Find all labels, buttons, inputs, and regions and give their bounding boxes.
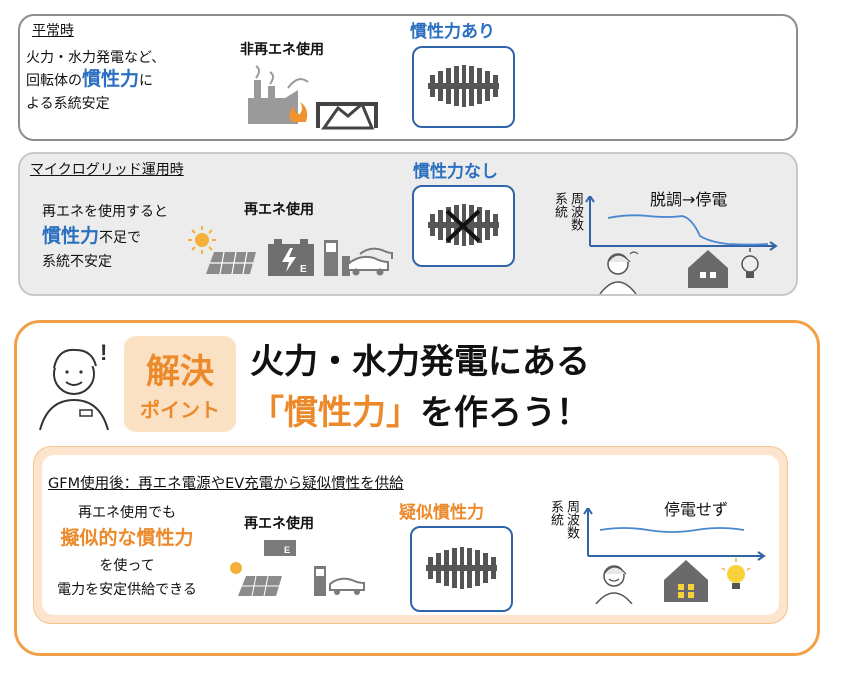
normal-desc-line2: 回転体の慣性力に <box>26 69 153 92</box>
headline-line1: 火力・水力発電にある <box>250 342 590 382</box>
normal-desc-text: 回転体の <box>26 73 82 89</box>
microgrid-desc-text: 不足で <box>99 230 142 246</box>
factory-fire-icon <box>248 65 378 130</box>
worried-person-icon <box>599 251 639 294</box>
headline-text: を作ろう！ <box>420 393 590 433</box>
broken-bridge-icon <box>316 101 378 130</box>
house-dark-bulb-icon <box>688 248 759 288</box>
cross-icon <box>445 209 481 243</box>
microgrid-desc-line1: 再エネを使用すると <box>42 204 168 220</box>
rotor-icon <box>428 65 499 107</box>
rotor-box-pseudo <box>410 526 513 612</box>
unstable-frequency-graph <box>585 196 778 251</box>
inertia-emphasis: 慣性力 <box>82 68 140 90</box>
normal-state-panel <box>18 14 798 141</box>
bulb-on-icon <box>721 558 751 589</box>
renewable-label: 再エネ使用 <box>244 202 314 218</box>
badge-title: 解決 <box>146 352 214 392</box>
stable-frequency-graph <box>583 508 766 561</box>
badge-subtitle: ポイント <box>140 398 220 422</box>
exclaim-icon: ! <box>100 340 107 365</box>
microgrid-desc-line3: 系統不安定 <box>42 254 112 270</box>
normal-desc-text: に <box>139 73 154 89</box>
house-lit-bulb-icon <box>664 558 751 602</box>
microgrid-panel <box>18 152 798 296</box>
microgrid-title: マイクログリッド運用時 <box>30 162 184 178</box>
battery-small-icon: E <box>264 540 296 556</box>
inertia-headline-emphasis: 「慣性力」 <box>250 393 420 433</box>
ev-charger-car-icon <box>324 240 393 276</box>
sun-solar-panel-icon <box>230 562 282 597</box>
worker-person-icon: ! <box>39 340 109 431</box>
headline-line2: 「慣性力」を作ろう！ <box>250 385 590 434</box>
frequency-axis-label: 系統 <box>552 192 567 218</box>
happy-person-icon <box>595 565 633 604</box>
svg-text:E: E <box>300 264 307 275</box>
frequency-axis-label-2: 周波数 <box>568 192 583 231</box>
graph-annotation-blackout: 脱調→停電 <box>650 190 728 209</box>
normal-state-title: 平常時 <box>32 23 74 39</box>
frequency-axis-label-2: 周波数 <box>564 500 579 539</box>
x-arrow-icon <box>769 241 778 251</box>
gfm-desc-line4: 電力を安定供給できる <box>57 582 197 598</box>
gfm-desc-line3: を使って <box>99 558 155 574</box>
renewable-label-gfm: 再エネ使用 <box>244 516 314 532</box>
inertia-emphasis: 慣性力 <box>42 225 100 247</box>
frequency-axis-label: 系統 <box>548 500 563 526</box>
rotor-box-stopped <box>412 185 515 267</box>
battery-icon: E <box>268 239 314 276</box>
microgrid-desc-line2: 慣性力不足で <box>42 226 141 249</box>
gfm-desc-line2: 擬似的な慣性力 <box>60 527 194 549</box>
frequency-line <box>599 527 745 533</box>
solution-point-badge: 解決 ポイント <box>124 336 236 432</box>
non-renewable-label: 非再エネ使用 <box>240 42 324 58</box>
renewable-sources-gfm-icon: E <box>230 540 365 597</box>
svg-text:E: E <box>284 545 290 555</box>
rotor-crossed-icon <box>428 204 499 246</box>
ev-charger-car-icon <box>314 566 365 596</box>
gfm-desc-line1: 再エネ使用でも <box>78 505 176 521</box>
x-arrow-icon <box>757 551 766 561</box>
sun-solar-panel-icon <box>188 226 256 275</box>
renewable-sources-icon: E <box>188 226 393 276</box>
bulb-off-icon <box>741 248 759 278</box>
y-arrow-icon <box>585 196 595 203</box>
frequency-line <box>607 214 769 246</box>
inertia-present-label: 慣性力あり <box>410 22 495 42</box>
gfm-subtitle: GFM使用後：再エネ電源やEV充電から疑似慣性を供給 <box>48 476 404 492</box>
rotor-box <box>412 46 515 128</box>
pseudo-inertia-label: 疑似慣性力 <box>399 503 484 523</box>
inertia-absent-label: 慣性力なし <box>413 162 498 182</box>
axis-label-part: 系統 <box>552 192 567 218</box>
y-arrow-icon <box>583 508 593 515</box>
rotor-icon <box>426 547 497 589</box>
graph-annotation-no-blackout: 停電せず <box>664 500 729 519</box>
normal-desc-line3: よる系統安定 <box>26 96 110 112</box>
normal-desc-line1: 火力・水力発電など、 <box>26 50 166 66</box>
